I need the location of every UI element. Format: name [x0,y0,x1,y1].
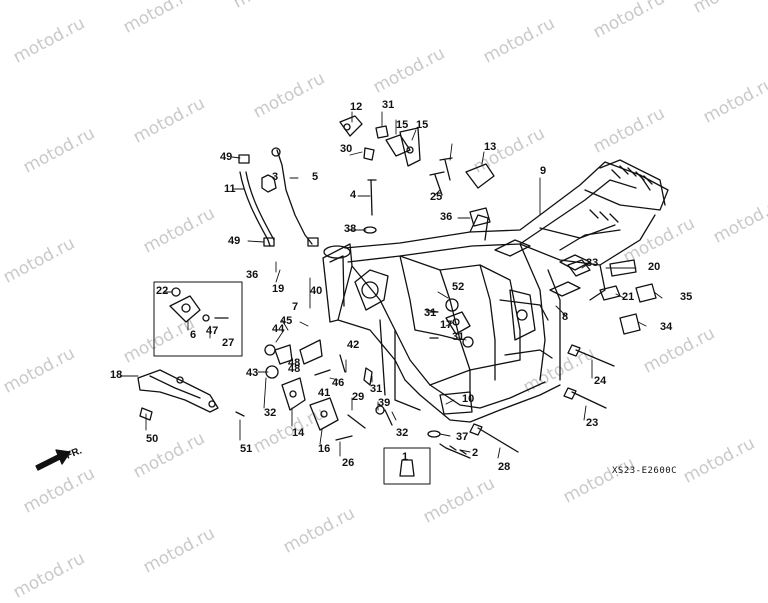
part-label-45: 45 [280,315,292,327]
part-label-14: 14 [292,427,305,439]
part-label-16: 16 [318,443,330,455]
part-label-15: 15 [416,119,428,131]
part-label-50: 50 [146,433,158,445]
part-label-25: 25 [430,191,442,203]
part-label-36: 36 [246,269,258,281]
part-label-37: 37 [456,431,468,443]
part-label-21: 21 [622,291,634,303]
part-label-31: 31 [452,331,464,343]
part-label-43: 43 [246,367,258,379]
part-label-30: 30 [340,143,352,155]
part-label-5: 5 [312,171,318,183]
part-label-20: 20 [648,261,660,273]
part-label-31: 31 [382,99,394,111]
part-label-31: 31 [424,307,436,319]
frame-body [322,159,669,423]
part-label-10: 10 [462,393,474,405]
part-label-31: 31 [370,383,382,395]
frame-exploded-view: 1234567891011121314151516171819202122232… [35,99,692,485]
part-label-47: 47 [206,325,218,337]
part-label-49: 49 [220,151,232,163]
hose-parts [238,147,319,247]
part-label-2: 2 [472,447,478,459]
part-label-28: 28 [498,461,510,473]
part-label-15: 15 [396,119,408,131]
part-label-38: 38 [344,223,356,235]
part-label-12: 12 [350,101,362,113]
part-label-7: 7 [292,301,298,313]
part-label-3: 3 [272,171,278,183]
part-label-4: 4 [350,189,357,201]
part-label-26: 26 [342,457,354,469]
part-label-42: 42 [347,339,359,351]
part-label-35: 35 [680,291,692,303]
part-label-32: 32 [264,407,276,419]
part-label-33: 33 [586,257,598,269]
part-label-51: 51 [240,443,252,455]
part-label-9: 9 [540,165,546,177]
part-label-39: 39 [378,397,390,409]
leader-lines [119,111,663,459]
part-label-19: 19 [272,283,284,295]
small-brackets [137,115,657,485]
part-label-48: 48 [288,357,300,369]
part-label-6: 6 [190,329,196,341]
part-label-44: 44 [272,323,285,335]
part-label-13: 13 [484,141,496,153]
part-label-46: 46 [332,377,344,389]
part-label-34: 34 [660,321,673,333]
part-label-29: 29 [352,391,364,403]
part-label-49: 49 [228,235,240,247]
front-arrow-icon [35,449,71,471]
part-label-18: 18 [110,369,122,381]
part-label-8: 8 [562,311,568,323]
part-label-23: 23 [586,417,598,429]
part-label-48: 48 [288,363,300,375]
part-label-41: 41 [318,387,330,399]
part-label-27: 27 [222,337,234,349]
part-label-32: 32 [396,427,408,439]
part-label-52: 52 [452,281,464,293]
part-label-1: 1 [402,451,408,463]
part-label-22: 22 [156,285,168,297]
part-label-36: 36 [440,211,452,223]
part-label-17: 17 [440,319,452,331]
part-label-24: 24 [594,375,607,387]
part-label-40: 40 [310,285,322,297]
part-label-11: 11 [224,183,236,195]
diagram-code: XS23-E2600C [612,466,678,476]
